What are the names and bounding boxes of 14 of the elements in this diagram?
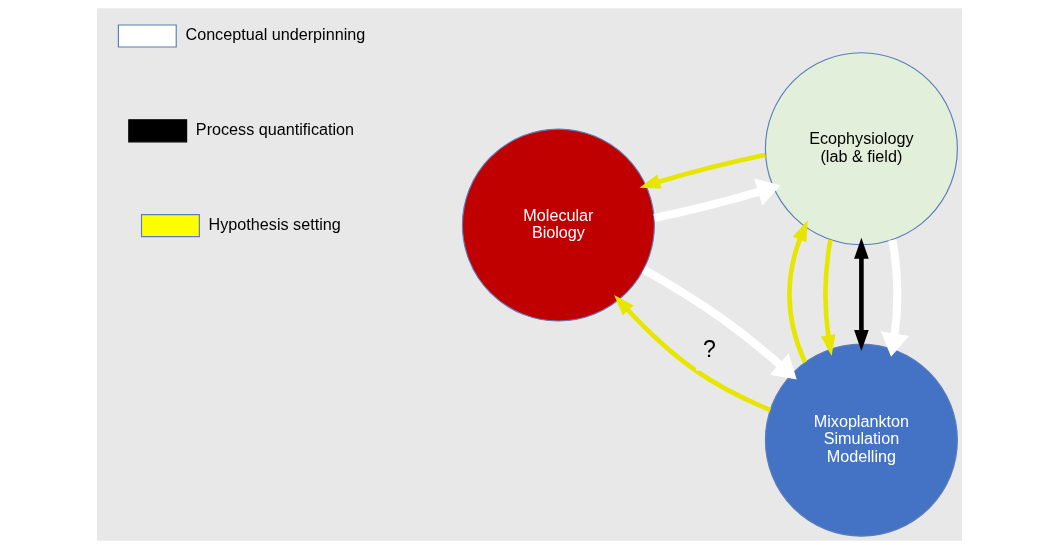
arrow: [854, 237, 869, 351]
arrow: [641, 265, 797, 380]
arrow: [639, 152, 766, 189]
arrow: [787, 220, 808, 364]
arrow: [614, 294, 772, 413]
arrow: [880, 239, 909, 357]
legend-label: Process quantification: [195, 120, 355, 139]
arrow: [653, 178, 781, 223]
legend-label: Hypothesis setting: [208, 214, 341, 233]
node-circle: Molecular Biology: [461, 128, 655, 322]
arrow: [820, 239, 836, 356]
legend-label: Conceptual underpinning: [185, 25, 366, 44]
node-circle: Mixoplankton Simulation Modelling: [764, 343, 958, 537]
edge-label: ?: [702, 335, 716, 362]
